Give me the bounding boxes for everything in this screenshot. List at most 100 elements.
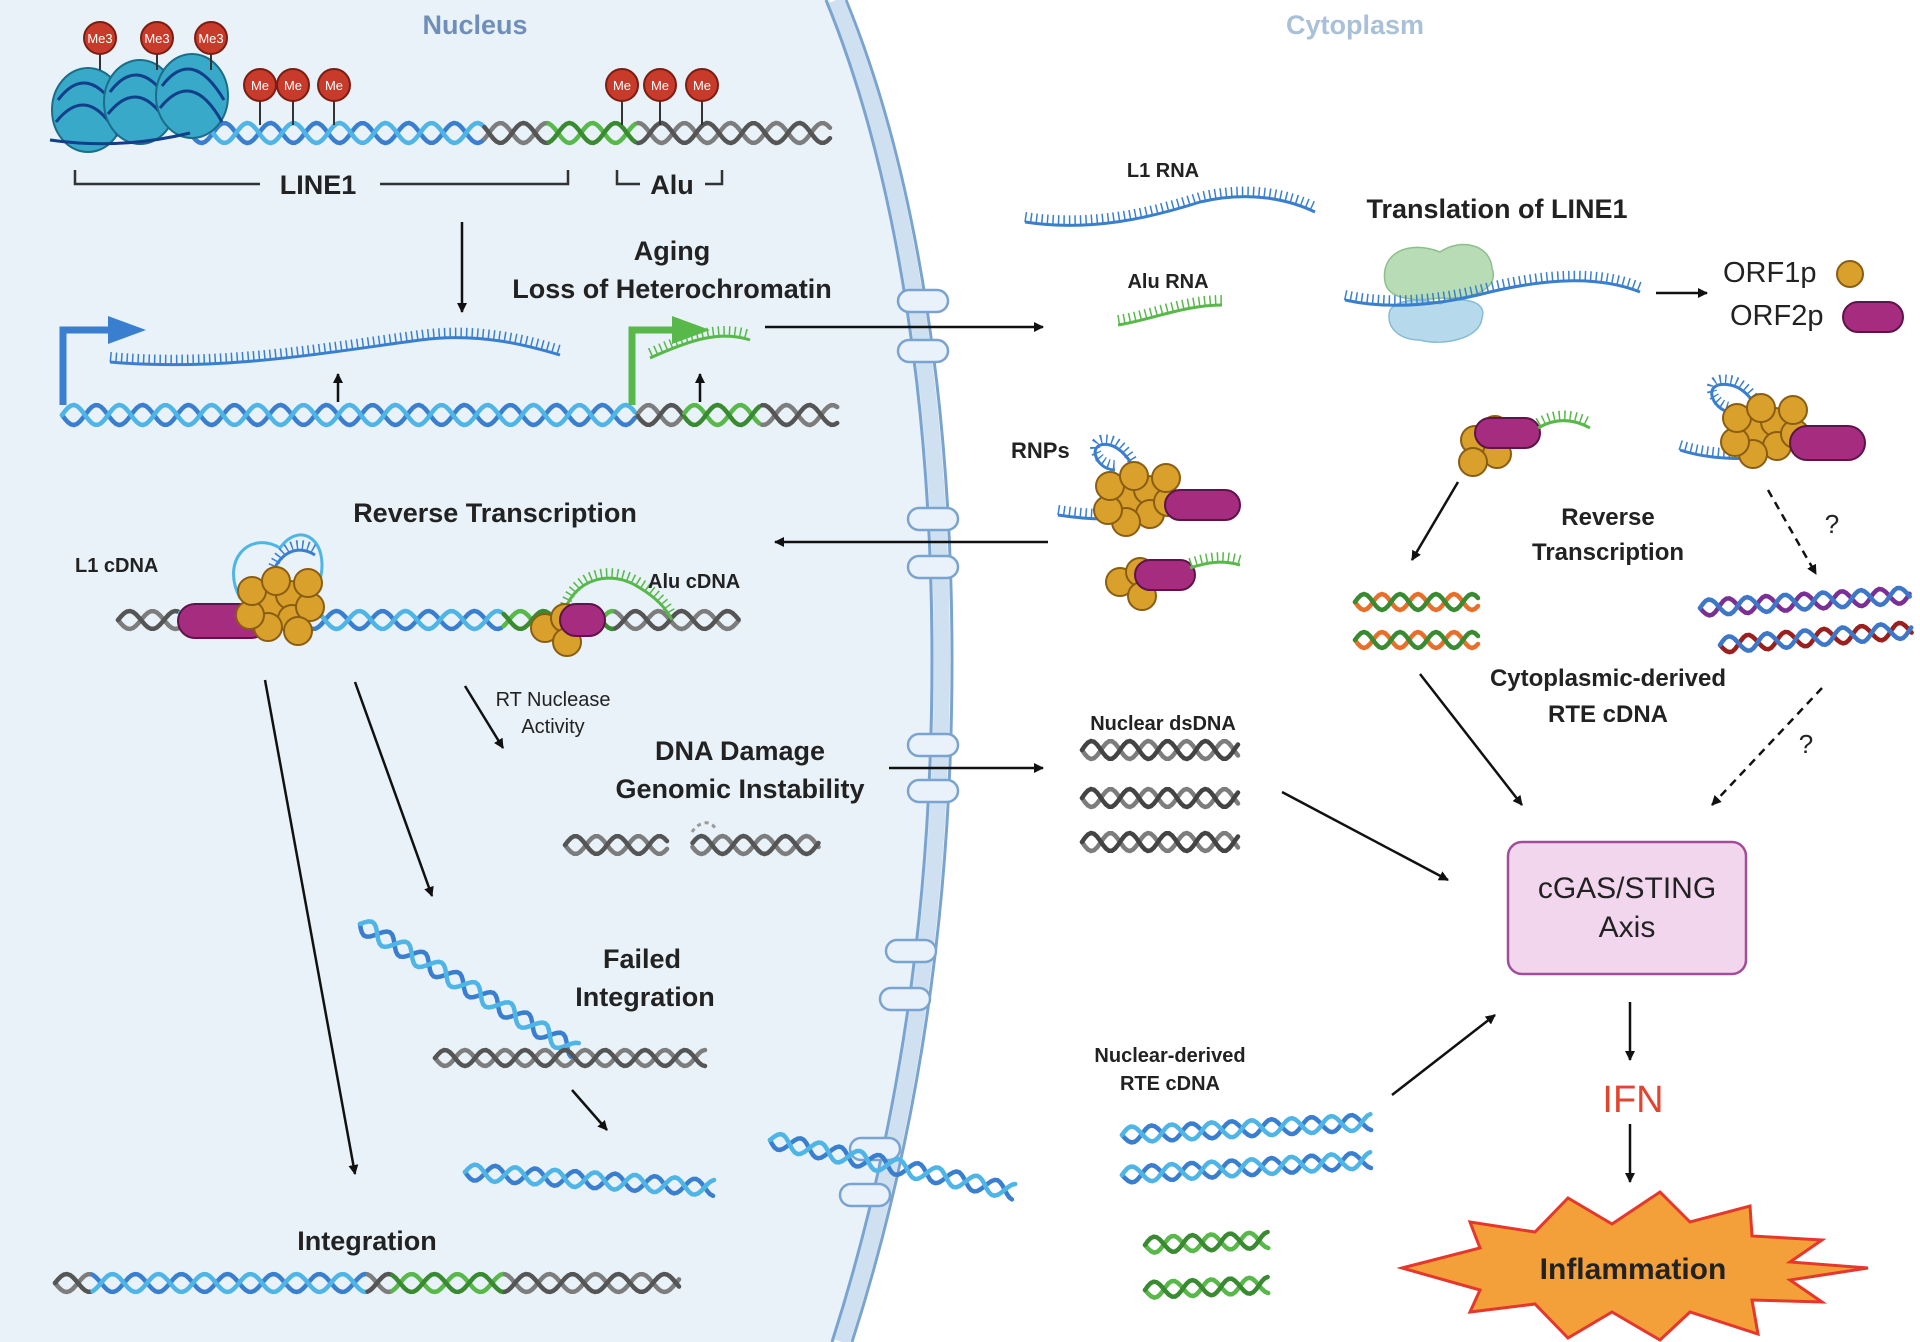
uncertain-cdna-1 (1697, 585, 1912, 618)
translation-label: Translation of LINE1 (1366, 194, 1627, 224)
line1-dna-top-strand (635, 120, 833, 146)
alu-cdna-rna (560, 568, 677, 621)
nuc-rte-cdna-1-strand (1119, 1111, 1373, 1144)
alu-rna (1117, 295, 1223, 327)
rt-cyto-label-1: Reverse (1561, 504, 1654, 531)
nucleosome (155, 53, 229, 139)
nucleus-title: Nucleus (422, 10, 527, 40)
l1-nascent-rna-backbone (109, 336, 561, 367)
nuclear-pores (838, 288, 960, 1208)
orf1p-protein (293, 568, 323, 598)
methyl-label: Me (284, 78, 302, 93)
arrow-cyto-rte-cgas (1419, 673, 1523, 806)
cyto-cdna-2-strand (1352, 629, 1481, 651)
arrow-nuclear-rte-cgas (1391, 1014, 1496, 1096)
alu-nascent-rna-bases (647, 326, 752, 358)
active-dna-strand (59, 402, 638, 428)
failed-cdna-strand (357, 919, 582, 1059)
cgas-sting-box (1506, 840, 1748, 976)
nucleosome-dna-wrap (158, 67, 226, 123)
nuclear-dsdna-fragment-strand (1079, 830, 1241, 854)
arrow-rt-nuclease (463, 685, 505, 749)
orf1p-label: ORF1p (1723, 257, 1816, 289)
arrow-integration (263, 679, 359, 1175)
l1-rna (1024, 186, 1318, 227)
active-dna-strand (759, 402, 840, 428)
rt-nuclease-label-1: RT Nuclease (496, 689, 611, 711)
line1-dna-top-strand (482, 120, 550, 146)
ifn-label: IFN (1602, 1079, 1663, 1121)
nuclear-dsdna-fragment-strand (1079, 786, 1241, 810)
nuc-rte-cdna-1-strand (1119, 1112, 1374, 1145)
orf1p-protein (1746, 393, 1776, 423)
l1-rna-bases (1024, 186, 1318, 226)
orf2p-legend-icon (1842, 301, 1904, 333)
rnp-alu-rna (1188, 552, 1242, 570)
nucleosome-linker (49, 131, 191, 146)
line1-dna-top-strand (482, 120, 550, 146)
rnps-label: RNPs (1011, 438, 1070, 463)
l1-cdna-rna-backbone (232, 533, 324, 599)
methyl-circle (276, 68, 310, 102)
arrow-dsdna-cgas (1281, 790, 1449, 882)
nuc-rte-cdna-4-strand (1142, 1274, 1270, 1299)
alu-cdna-label: Alu cDNA (648, 571, 740, 593)
nuclear-membrane-band (828, 0, 951, 1342)
inflammation-burst (1396, 1190, 1869, 1342)
exported-cdna (767, 1131, 1018, 1202)
arrow-cyto-rt-uncertain (1766, 489, 1818, 575)
orf1p-protein (1119, 461, 1149, 491)
active-dna (59, 402, 840, 428)
integrated-dna-strand (90, 1271, 368, 1295)
methyl-label: Me (325, 78, 343, 93)
failed-integration-label-2: Integration (575, 982, 715, 1012)
cyto-cdna-1 (1352, 591, 1481, 613)
nuclear-dsdna-fragment-strand (1079, 830, 1241, 854)
orf1p-protein (261, 566, 291, 596)
methyl-circle (83, 21, 117, 55)
question-mark-2: ? (1799, 729, 1813, 759)
uncertain-cdna-1-strand (1697, 586, 1912, 618)
integrated-dna (52, 1271, 682, 1295)
alu-rna-bases (1117, 295, 1223, 325)
nuc-rte-cdna-3 (1142, 1229, 1271, 1255)
ribosome-large-subunit (1383, 243, 1495, 301)
orf1p-protein (1458, 447, 1488, 477)
line1-dna-top-strand (546, 120, 638, 146)
aging-label: Aging (634, 236, 710, 266)
line1-bracket (73, 170, 570, 186)
nuclear-rt-dna-strand (115, 608, 181, 632)
alu-bracket (615, 170, 724, 186)
nuclear-dsdna-fragment (1079, 738, 1241, 762)
orf1p-legend-icon (1836, 260, 1864, 288)
methyl-circle (194, 21, 228, 55)
rnp-orf1p-1 (1093, 461, 1183, 537)
integrated-dna-strand (365, 1271, 394, 1294)
cgas-sting-label-1: cGAS/STING (1538, 872, 1716, 905)
arrow-failed-integration (353, 681, 434, 897)
orf2p-label: ORF2p (1730, 300, 1823, 332)
cyto-complex-alu-rna (1535, 410, 1593, 430)
methyl-label: Me3 (144, 31, 169, 46)
methyl-label: Me (251, 78, 269, 93)
rt-nuclease-label-2: Activity (521, 716, 584, 738)
l1-promoter-arrowhead (108, 316, 146, 344)
nuclear-dsdna-fragment-strand (1079, 786, 1241, 810)
cyto-rte-label-1: Cytoplasmic-derived (1490, 665, 1726, 692)
rnp-orf2p-1 (1164, 489, 1241, 521)
line1-dna-top-strand (187, 120, 487, 146)
cyto-complex-orf1p-2 (1720, 393, 1810, 469)
alu-nascent-rna (647, 326, 752, 360)
exported-cdna-strand (767, 1136, 1015, 1202)
nuclear-rte-label-2: RTE cDNA (1120, 1073, 1220, 1095)
line1-dna-top-strand (635, 120, 833, 146)
methyl-label: Me (613, 78, 631, 93)
nuclear-membrane-outer (844, 0, 954, 1342)
l1-nascent-rna (109, 327, 562, 367)
nuclear-rte-label-1: Nuclear-derived (1094, 1045, 1245, 1067)
cyto-complex-orf2p-1 (1474, 417, 1541, 449)
methyl-circle (643, 68, 677, 102)
damaged-dna-strand (690, 833, 821, 857)
